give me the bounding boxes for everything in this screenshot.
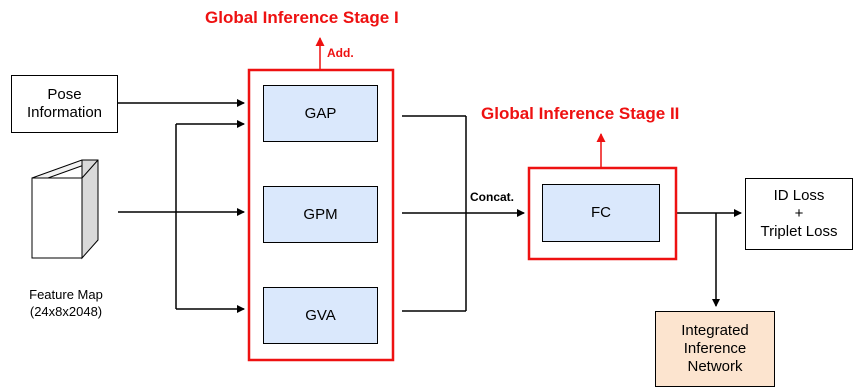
pose-information-box: Pose Information	[11, 75, 118, 133]
stage1-to-concat	[402, 115, 525, 312]
stage1-frame	[247, 68, 395, 362]
concat-op-label: Concat.	[470, 190, 515, 204]
feature-map-label: Feature Map (24x8x2048)	[29, 287, 103, 319]
feature-map-cube	[31, 159, 99, 260]
loss-box: ID Loss + Triplet Loss	[745, 178, 853, 250]
stage1-title: Global Inference Stage I	[205, 8, 399, 27]
feature-map-branches	[118, 120, 245, 313]
stage2-frame	[527, 166, 678, 261]
gap-block: GAP	[263, 85, 378, 142]
fc-block: FC	[542, 184, 660, 242]
stage2-title: Global Inference Stage II	[481, 104, 680, 123]
add-op-label: Add.	[327, 46, 354, 60]
gpm-block: GPM	[263, 186, 378, 243]
integrated-inference-network-box: Integrated Inference Network	[655, 311, 775, 387]
gva-block: GVA	[263, 287, 378, 344]
fc-to-outputs	[676, 209, 742, 307]
